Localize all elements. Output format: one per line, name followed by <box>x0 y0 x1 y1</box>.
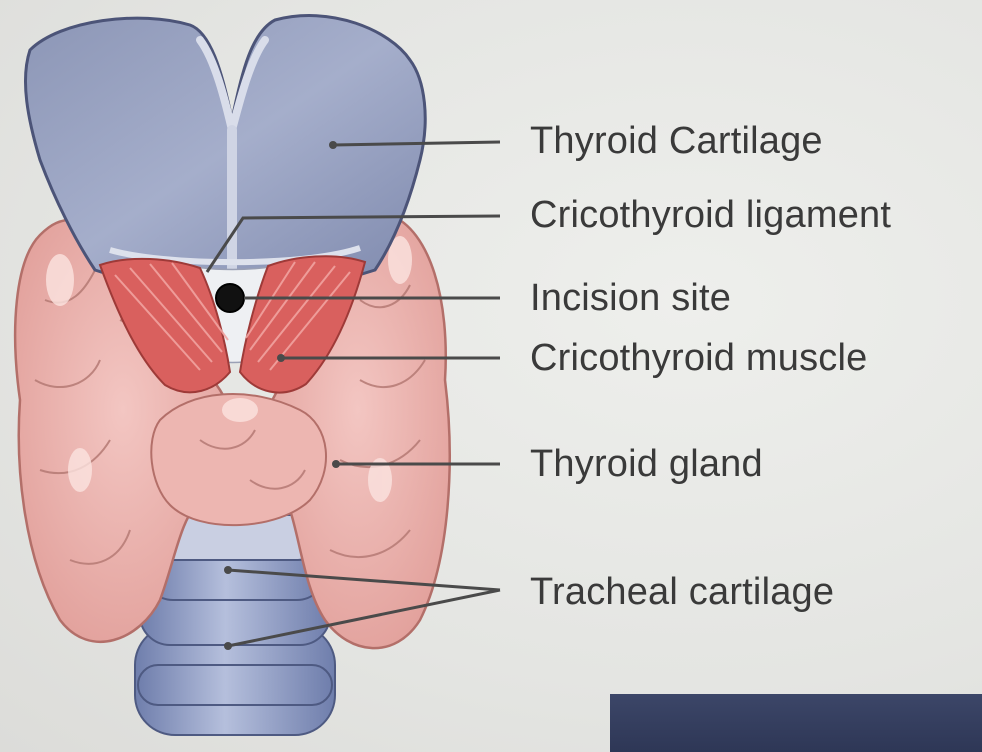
label-thyroid-cartilage: Thyroid Cartilage <box>530 122 823 160</box>
trachea-ring <box>138 665 332 705</box>
incision-site-marker <box>216 284 244 312</box>
label-thyroid-gland: Thyroid gland <box>530 445 763 483</box>
label-tracheal-cartilage: Tracheal cartilage <box>530 573 834 611</box>
thyroid-cartilage-shape <box>25 16 425 289</box>
label-cricothyroid-ligament: Cricothyroid ligament <box>530 196 891 234</box>
label-incision-site: Incision site <box>530 279 731 317</box>
label-cricothyroid-muscle: Cricothyroid muscle <box>530 339 867 377</box>
cartilage-body <box>25 16 425 289</box>
corner-panel <box>610 694 982 752</box>
